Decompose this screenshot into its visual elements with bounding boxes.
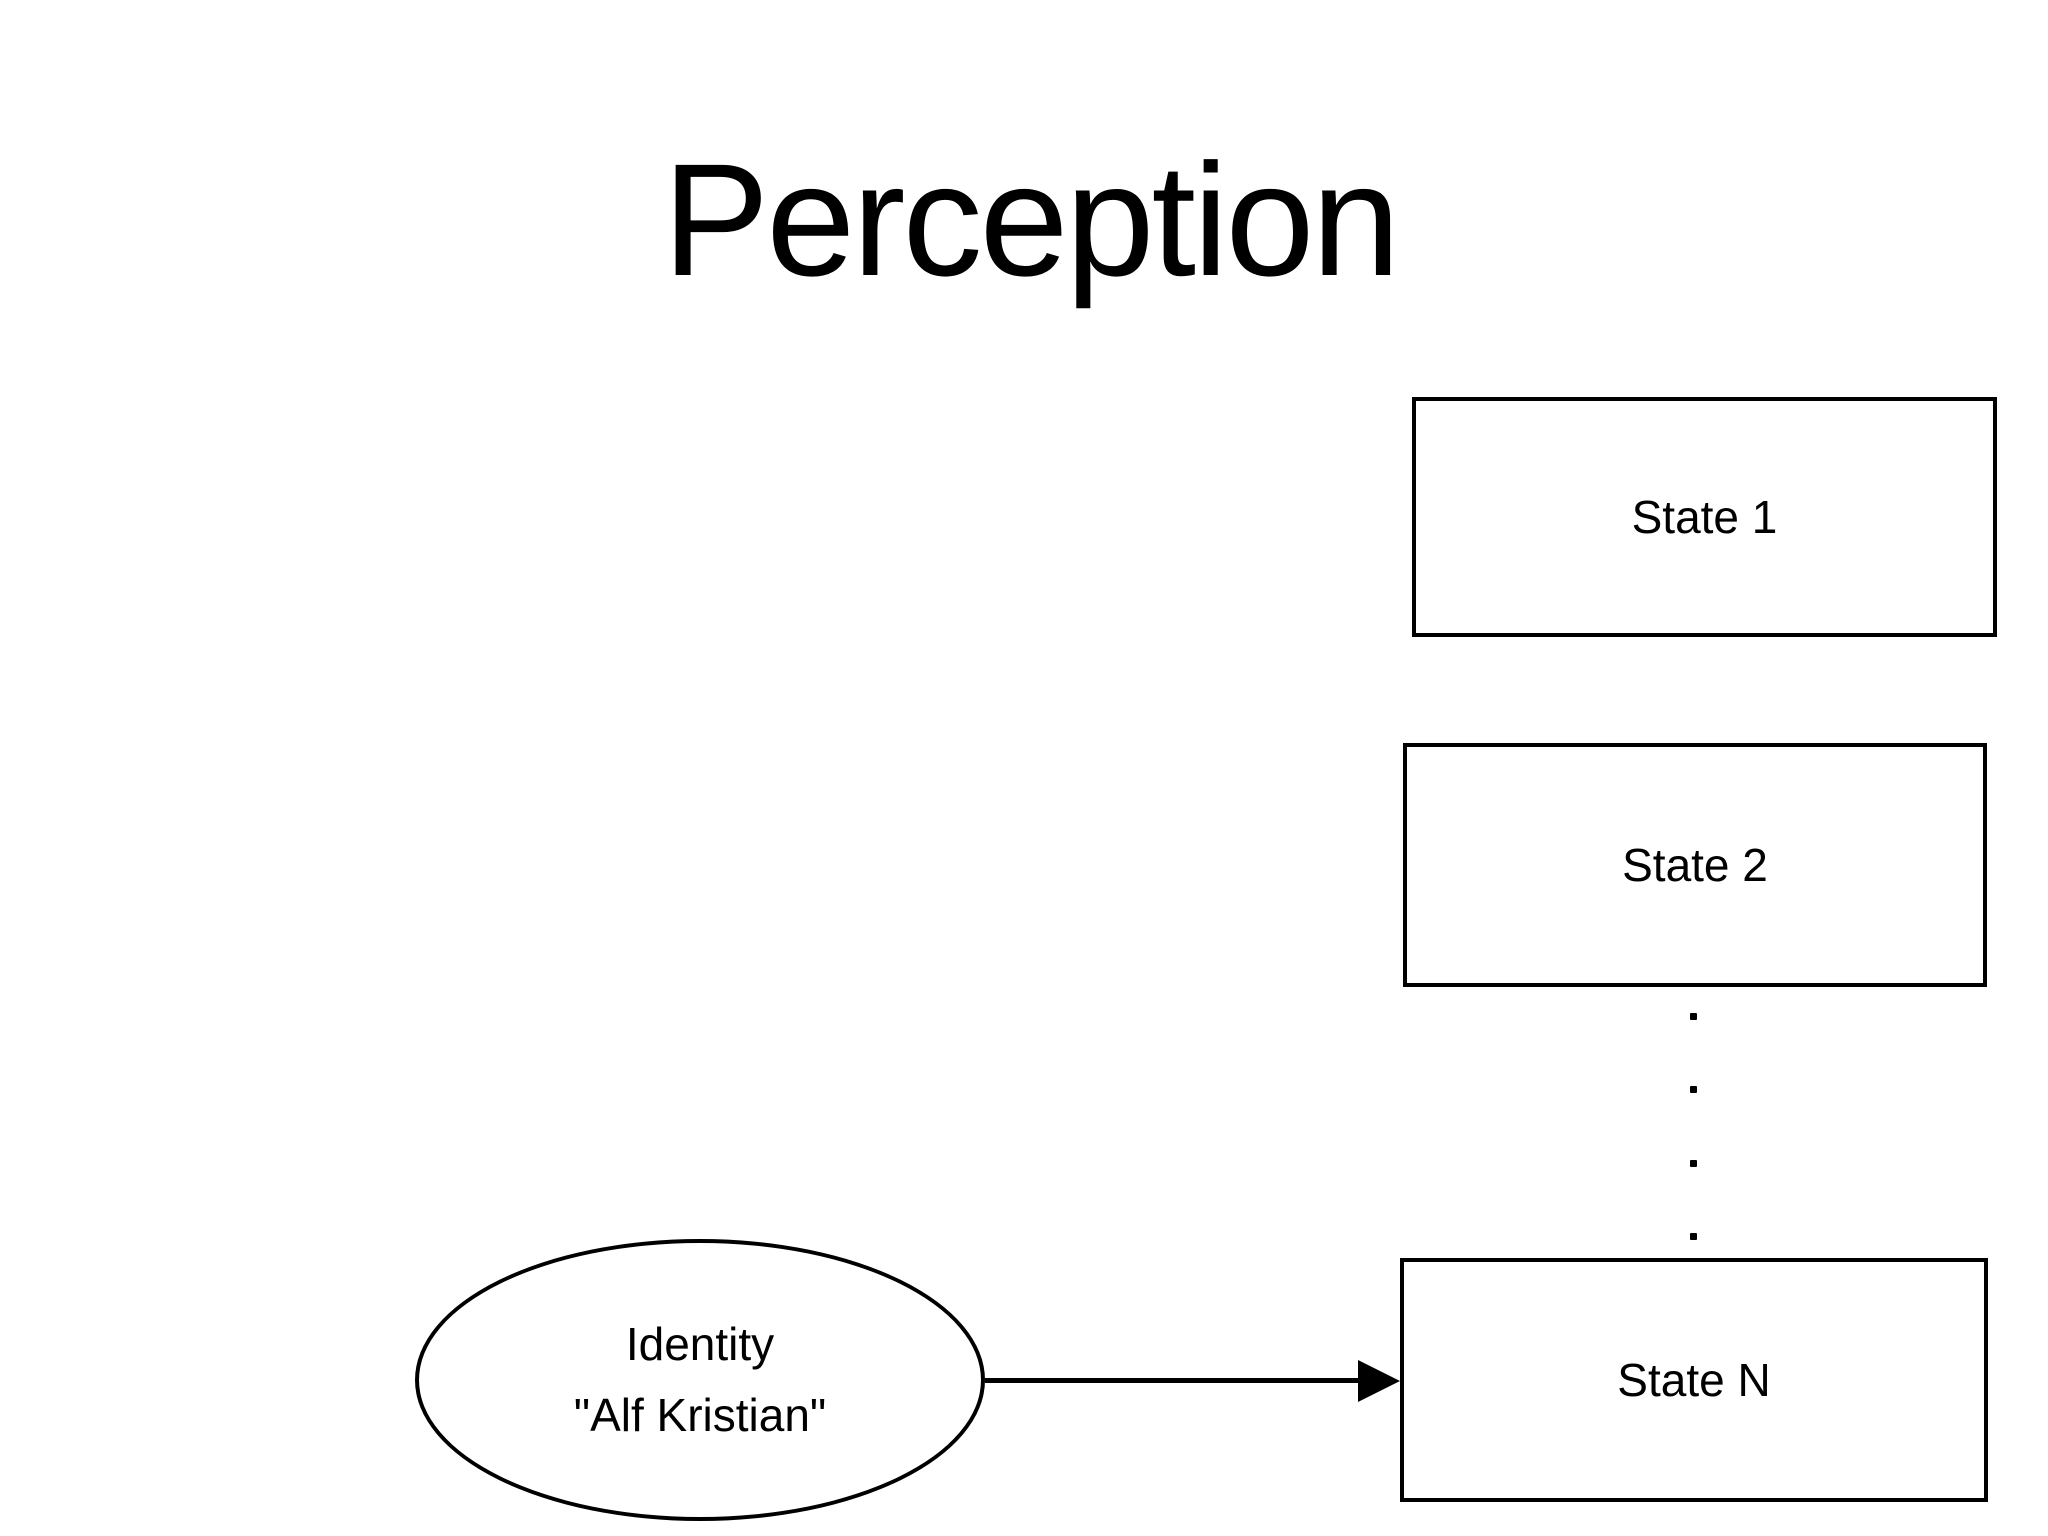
- identity-label-line2: "Alf Kristian": [573, 1389, 827, 1441]
- ellipsis-dot: [1690, 1013, 1697, 1020]
- identity-ellipse: Identity "Alf Kristian": [415, 1239, 985, 1521]
- ellipsis-dot: [1690, 1159, 1697, 1167]
- identity-label-line1: Identity: [625, 1318, 775, 1370]
- state-1-box: State 1: [1412, 397, 1997, 637]
- state-n-label: State N: [1617, 1354, 1771, 1406]
- state-n-box: State N: [1400, 1258, 1988, 1502]
- vertical-ellipsis-dots: [1690, 1013, 1697, 1240]
- state-2-label: State 2: [1622, 839, 1768, 891]
- ellipsis-dot: [1690, 1232, 1697, 1240]
- ellipsis-dot: [1690, 1086, 1697, 1094]
- state-2-box: State 2: [1403, 743, 1987, 987]
- page-title: Perception: [662, 130, 1401, 309]
- state-1-label: State 1: [1631, 491, 1778, 543]
- identity-to-state-n-arrow-shaft: [985, 1378, 1362, 1383]
- identity-to-state-n-arrowhead-icon: [1358, 1360, 1400, 1402]
